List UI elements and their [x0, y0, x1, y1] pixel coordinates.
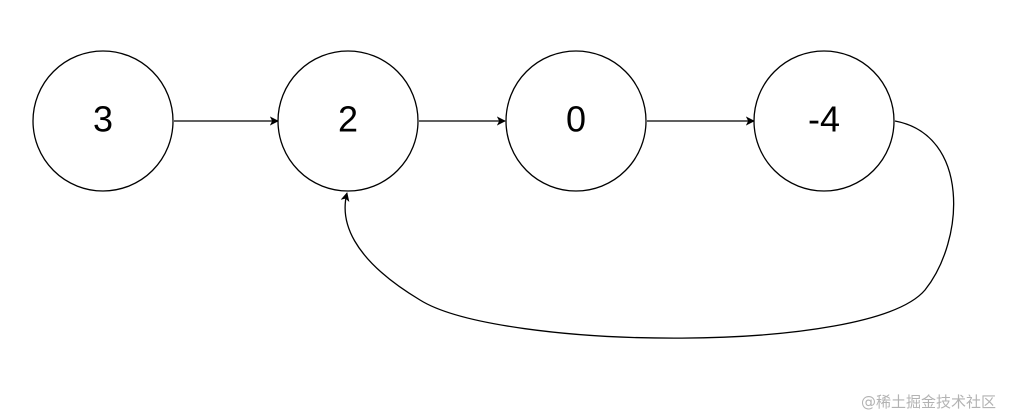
- node-circle: [277, 50, 419, 192]
- node-label: -4: [808, 99, 840, 140]
- node-label: 0: [566, 99, 586, 140]
- edge-n4-n2-cycle: [340, 120, 955, 339]
- node-2: 2: [277, 50, 419, 192]
- node-circle: [32, 50, 174, 192]
- watermark: @稀土掘金技术社区: [860, 393, 996, 411]
- node-label: 3: [93, 99, 113, 140]
- node-3: 0: [505, 50, 647, 192]
- node-4: -4: [753, 50, 895, 192]
- node-1: 3: [32, 50, 174, 192]
- node-circle: [505, 50, 647, 192]
- node-circle: [753, 50, 895, 192]
- node-label: 2: [338, 99, 358, 140]
